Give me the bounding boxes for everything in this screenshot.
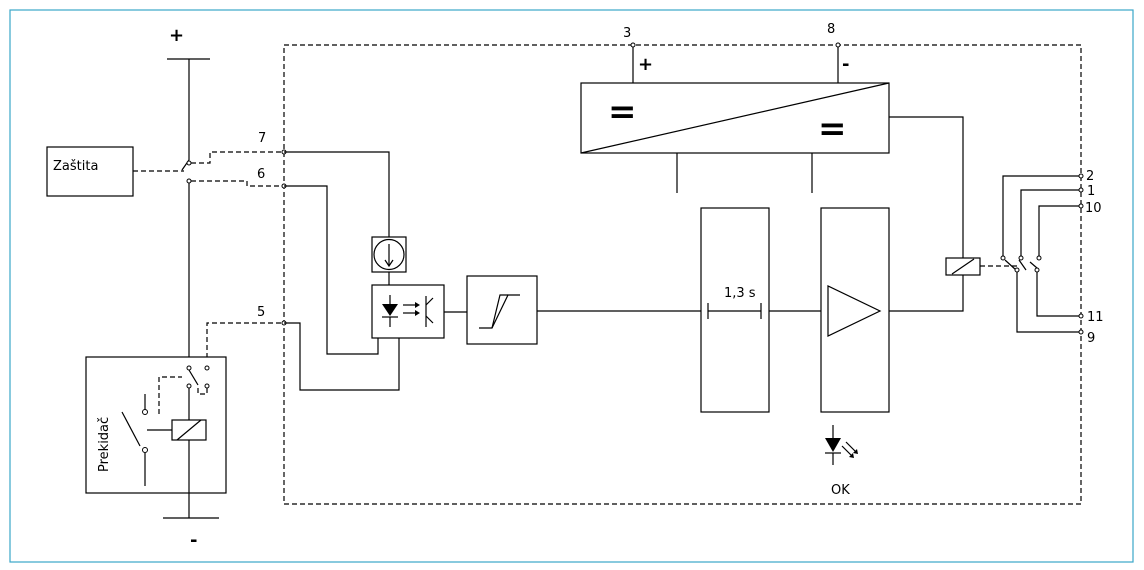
terminal-11-label: 11 [1087,310,1104,325]
optocoupler-block [371,284,445,339]
timer-block [700,207,770,413]
switch-contact-icon [186,160,192,166]
converter-plus-label: + [638,54,653,75]
terminal-10-label: 10 [1085,201,1102,216]
timer-label: 1,3 s [724,286,756,301]
terminal-5-label: 5 [257,305,265,320]
terminal-7-label: 7 [258,131,266,146]
protection-label: Zaštita [53,159,98,174]
current-source-icon [373,238,405,271]
led-icon [825,425,858,465]
terminal-2-label: 2 [1086,169,1094,184]
supply-minus-label: - [190,530,197,551]
converter-minus-label: - [842,54,849,75]
terminal-8-label: 8 [827,22,835,37]
timer-icon [707,303,762,319]
schmitt-trigger-icon [479,294,520,329]
converter-output-symbol: = [818,109,847,149]
output-contacts [1000,175,1081,333]
terminal-1-label: 1 [1087,184,1095,199]
breaker-label: Prekidač [97,417,112,472]
led-label: OK [831,483,850,498]
terminal-9-label: 9 [1087,331,1095,346]
schmitt-trigger-block [466,275,538,345]
supply-plus-label: + [169,25,184,46]
amplifier-icon [827,285,882,337]
module-boundary [283,44,1082,505]
converter-input-symbol: = [608,92,637,132]
optocoupler-icon [382,295,434,327]
terminal-6-label: 6 [257,167,265,182]
terminal-3-label: 3 [623,26,631,41]
